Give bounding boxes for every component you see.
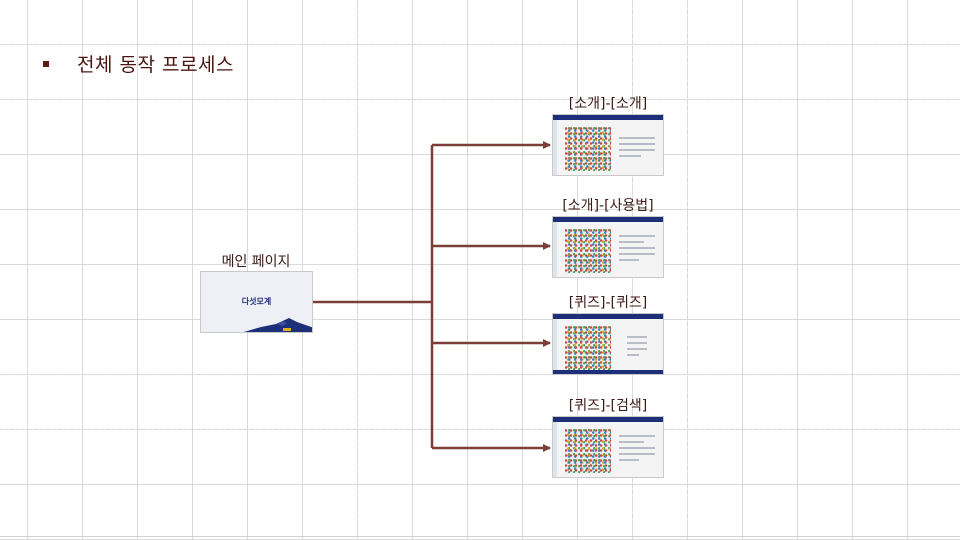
main-page-thumbnail: 다섯모계 xyxy=(200,271,313,333)
slide-title: 전체 동작 프로세스 xyxy=(77,54,234,76)
main-thumbnail-title: 다섯모계 xyxy=(241,297,272,306)
target-thumbnail-4 xyxy=(552,416,664,478)
bottom-rule xyxy=(0,536,960,537)
square-bullet-icon xyxy=(43,60,49,67)
mountain-graphic xyxy=(243,318,312,332)
target-thumbnail-2 xyxy=(552,216,664,278)
main-page-label: 메인 페이지 xyxy=(221,254,291,270)
target-thumbnail-3 xyxy=(552,313,664,375)
target-thumbnail-1 xyxy=(552,114,664,176)
target-label-2: [소개]-[사용법] xyxy=(562,198,654,214)
target-label-3: [퀴즈]-[퀴즈] xyxy=(568,295,648,311)
slide-title-row: 전체 동작 프로세스 xyxy=(43,50,234,77)
target-label-1: [소개]-[소개] xyxy=(568,96,648,112)
target-label-4: [퀴즈]-[검색] xyxy=(568,398,648,414)
